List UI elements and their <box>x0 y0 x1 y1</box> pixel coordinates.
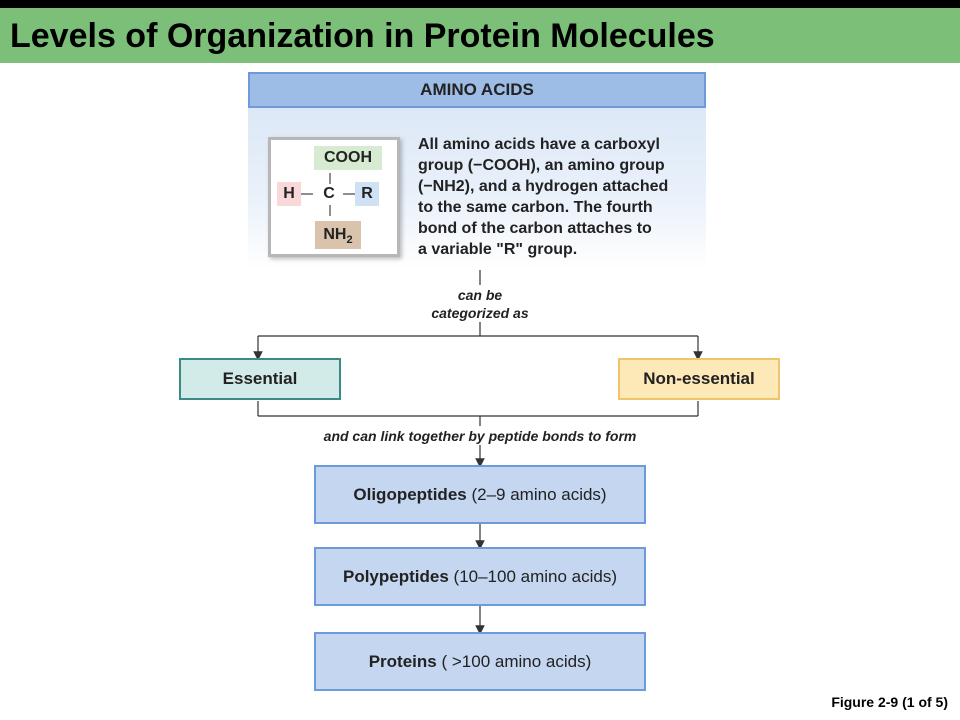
non-essential-box: Non-essential <box>618 358 780 400</box>
description-line: All amino acids have a carboxyl <box>418 136 660 153</box>
description-line: a variable "R" group. <box>418 241 578 258</box>
amino-acids-header: AMINO ACIDS <box>248 72 706 108</box>
essential-box: Essential <box>179 358 341 400</box>
proteins-box: Proteins ( >100 amino acids) <box>314 632 646 691</box>
r-group: R <box>355 182 379 206</box>
peptide-bond-label: and can link together by peptide bonds t… <box>323 428 637 444</box>
central-carbon: C <box>323 185 335 202</box>
figure-caption: Figure 2-9 (1 of 5) <box>831 694 948 710</box>
description-line: to the same carbon. The fourth <box>418 199 653 216</box>
description-line: (−NH2), and a hydrogen attached <box>418 178 669 195</box>
top-border <box>0 0 960 8</box>
title-bar: Levels of Organization in Protein Molecu… <box>0 8 960 63</box>
amino-acid-description: All amino acids have a carboxyl group (−… <box>418 134 708 260</box>
description-line: bond of the carbon attaches to <box>418 220 652 237</box>
cooh-group: COOH <box>314 146 382 170</box>
oligopeptides-box: Oligopeptides (2–9 amino acids) <box>314 465 646 524</box>
slide-title: Levels of Organization in Protein Molecu… <box>10 17 715 55</box>
bond-lines <box>301 173 355 216</box>
hydrogen-atom: H <box>277 182 301 206</box>
nh2-group: NH2 <box>315 221 361 249</box>
description-line: group (−COOH), an amino group <box>418 157 665 174</box>
categorized-label: can be categorized as <box>431 287 529 321</box>
amino-acid-structure: COOH H C R NH2 <box>268 137 400 257</box>
polypeptides-box: Polypeptides (10–100 amino acids) <box>314 547 646 606</box>
